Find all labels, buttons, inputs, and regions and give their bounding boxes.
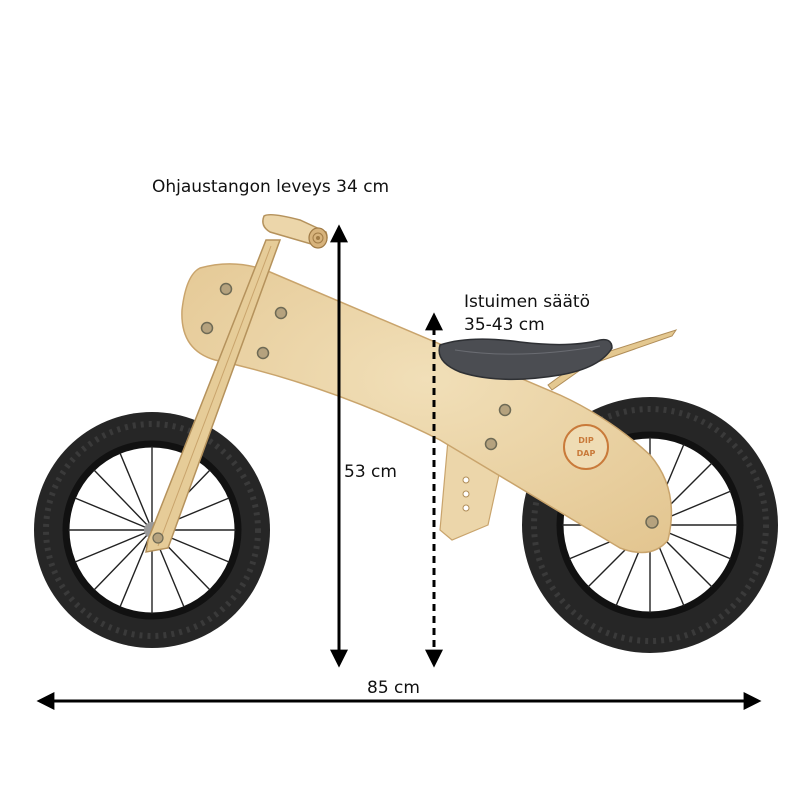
svg-text:DAP: DAP <box>577 449 596 458</box>
front-fork <box>145 239 282 553</box>
seat-adjustment-title: Istuimen säätö <box>464 292 590 312</box>
handlebar-width-label: Ohjaustangon leveys 34 cm <box>152 177 390 197</box>
seat <box>438 329 678 391</box>
handlebar <box>262 213 328 249</box>
dip-dap-logo: DIP DAP <box>563 424 609 470</box>
height-label: 53 cm <box>344 462 397 482</box>
length-label: 85 cm <box>367 678 420 698</box>
svg-text:DIP: DIP <box>578 436 594 445</box>
frame-bolts <box>200 282 659 529</box>
seat-adjustment-range: 35-43 cm <box>464 315 545 335</box>
